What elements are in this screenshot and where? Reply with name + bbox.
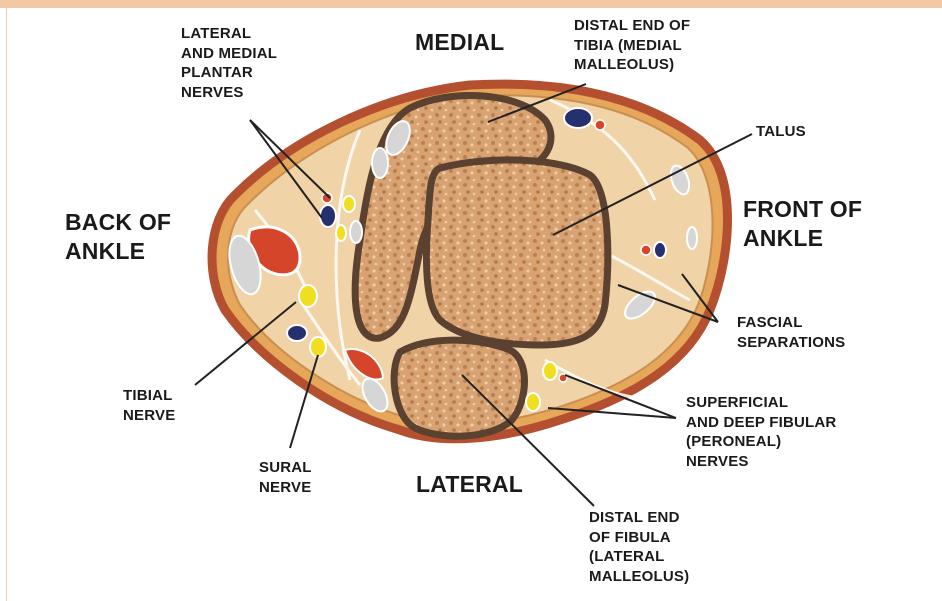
fibula-bone — [394, 340, 524, 436]
talus-bone — [426, 160, 607, 345]
label-back-of-ankle: BACK OF ANKLE — [65, 208, 171, 266]
label-tibial-nerve: TIBIAL NERVE — [123, 386, 175, 425]
label-plantar-nerves: LATERAL AND MEDIAL PLANTAR NERVES — [181, 24, 277, 102]
label-tibia: DISTAL END OF TIBIA (MEDIAL MALLEOLUS) — [574, 16, 690, 75]
label-sural-nerve: SURAL NERVE — [259, 458, 312, 497]
label-fascial-separations: FASCIAL SEPARATIONS — [737, 313, 845, 352]
label-lateral: LATERAL — [416, 470, 523, 499]
label-fibula: DISTAL END OF FIBULA (LATERAL MALLEOLUS) — [589, 508, 689, 586]
label-talus: TALUS — [756, 122, 806, 142]
label-front-of-ankle: FRONT OF ANKLE — [743, 195, 862, 253]
label-fibular-nerves: SUPERFICIAL AND DEEP FIBULAR (PERONEAL) … — [686, 393, 836, 471]
label-medial: MEDIAL — [415, 28, 504, 57]
